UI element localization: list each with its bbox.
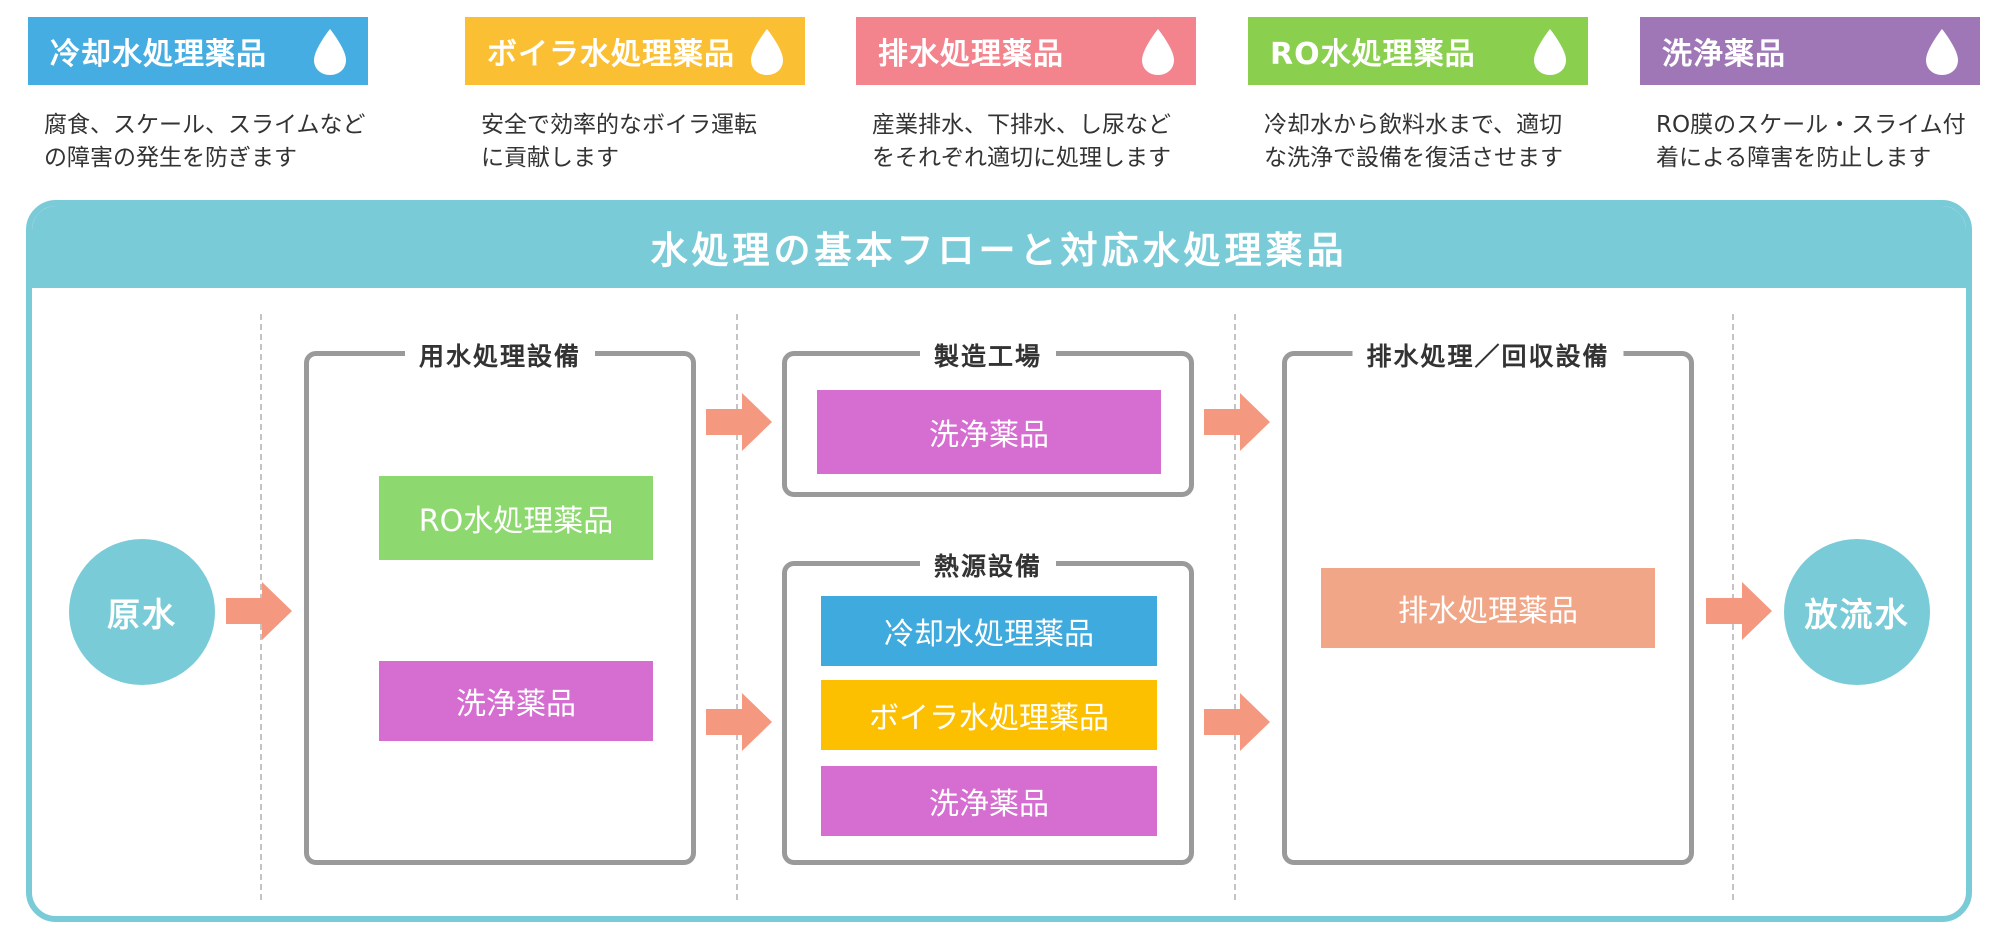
- flow-arrow-icon: [226, 582, 292, 640]
- legend-description: RO膜のスケール・スライム付 着による障害を防止します: [1656, 112, 1966, 171]
- legend-description: 冷却水から飲料水まで、適切 な洗浄で設備を復活させます: [1264, 112, 1563, 171]
- water-drop-icon: [751, 29, 783, 75]
- chemical-box-boiler: ボイラ水処理薬品: [821, 680, 1157, 750]
- legend-badge-boiler: ボイラ水処理薬品: [465, 17, 805, 85]
- discharge-water-circle: 放流水: [1784, 539, 1930, 685]
- flow-arrow-icon: [1204, 693, 1270, 751]
- flow-panel: 水処理の基本フローと対応水処理薬品 原水 用水処理設備 RO水処理薬品 洗浄薬品…: [26, 200, 1972, 922]
- legend-description: 安全で効率的なボイラ運転 に貢献します: [481, 112, 757, 171]
- water-drop-icon: [1926, 29, 1958, 75]
- panel-title: 水処理の基本フローと対応水処理薬品: [32, 206, 1966, 288]
- water-drop-icon: [1534, 29, 1566, 75]
- facility-label: 排水処理／回収設備: [1352, 337, 1624, 373]
- legend-description: 産業排水、下排水、し尿など をそれぞれ適切に処理します: [872, 112, 1171, 171]
- flow-arrow-icon: [706, 693, 772, 751]
- chemical-box-cleaning: 洗浄薬品: [817, 390, 1161, 474]
- facility-label: 用水処理設備: [404, 337, 596, 373]
- legend-label: 洗浄薬品: [1662, 37, 1786, 72]
- water-drop-icon: [314, 29, 346, 75]
- chemical-box-cleaning: 洗浄薬品: [379, 661, 653, 741]
- legend-item-cooling: 冷却水処理薬品 腐食、スケール、スライムなど の障害の発生を防ぎます: [28, 17, 368, 175]
- facility-label: 熱源設備: [919, 547, 1057, 583]
- legend-item-cleaning: 洗浄薬品 RO膜のスケール・スライム付 着による障害を防止します: [1640, 17, 1980, 175]
- column-divider: [1234, 314, 1236, 900]
- legend-badge-ro: RO水処理薬品: [1248, 17, 1588, 85]
- water-treatment-facility: 用水処理設備 RO水処理薬品 洗浄薬品: [304, 337, 696, 865]
- chemical-box-cooling: 冷却水処理薬品: [821, 596, 1157, 666]
- legend-item-drainage: 排水処理薬品 産業排水、下排水、し尿など をそれぞれ適切に処理します: [856, 17, 1196, 175]
- chemical-box-drainage: 排水処理薬品: [1321, 568, 1655, 648]
- water-drop-icon: [1142, 29, 1174, 75]
- drainage-facility: 排水処理／回収設備 排水処理薬品: [1282, 337, 1694, 865]
- facility-label: 製造工場: [919, 337, 1057, 373]
- column-divider: [736, 314, 738, 900]
- chemical-box-cleaning: 洗浄薬品: [821, 766, 1157, 836]
- heat-source-facility: 熱源設備 冷却水処理薬品 ボイラ水処理薬品 洗浄薬品: [782, 547, 1194, 865]
- legend-label: 排水処理薬品: [878, 37, 1064, 72]
- raw-water-circle: 原水: [69, 539, 215, 685]
- flow-arrow-icon: [706, 393, 772, 451]
- legend-item-boiler: ボイラ水処理薬品 安全で効率的なボイラ運転 に貢献します: [465, 17, 805, 175]
- legend-label: 冷却水処理薬品: [50, 37, 267, 72]
- legend-label: RO水処理薬品: [1270, 37, 1476, 72]
- legend-badge-cooling: 冷却水処理薬品: [28, 17, 368, 85]
- chemical-box-ro: RO水処理薬品: [379, 476, 653, 560]
- legend-item-ro: RO水処理薬品 冷却水から飲料水まで、適切 な洗浄で設備を復活させます: [1248, 17, 1588, 175]
- legend-description: 腐食、スケール、スライムなど の障害の発生を防ぎます: [44, 112, 366, 171]
- legend-badge-drainage: 排水処理薬品: [856, 17, 1196, 85]
- factory-facility: 製造工場 洗浄薬品: [782, 337, 1194, 497]
- flow-arrow-icon: [1706, 582, 1772, 640]
- legend-badge-cleaning: 洗浄薬品: [1640, 17, 1980, 85]
- legend-label: ボイラ水処理薬品: [487, 37, 735, 72]
- flow-arrow-icon: [1204, 393, 1270, 451]
